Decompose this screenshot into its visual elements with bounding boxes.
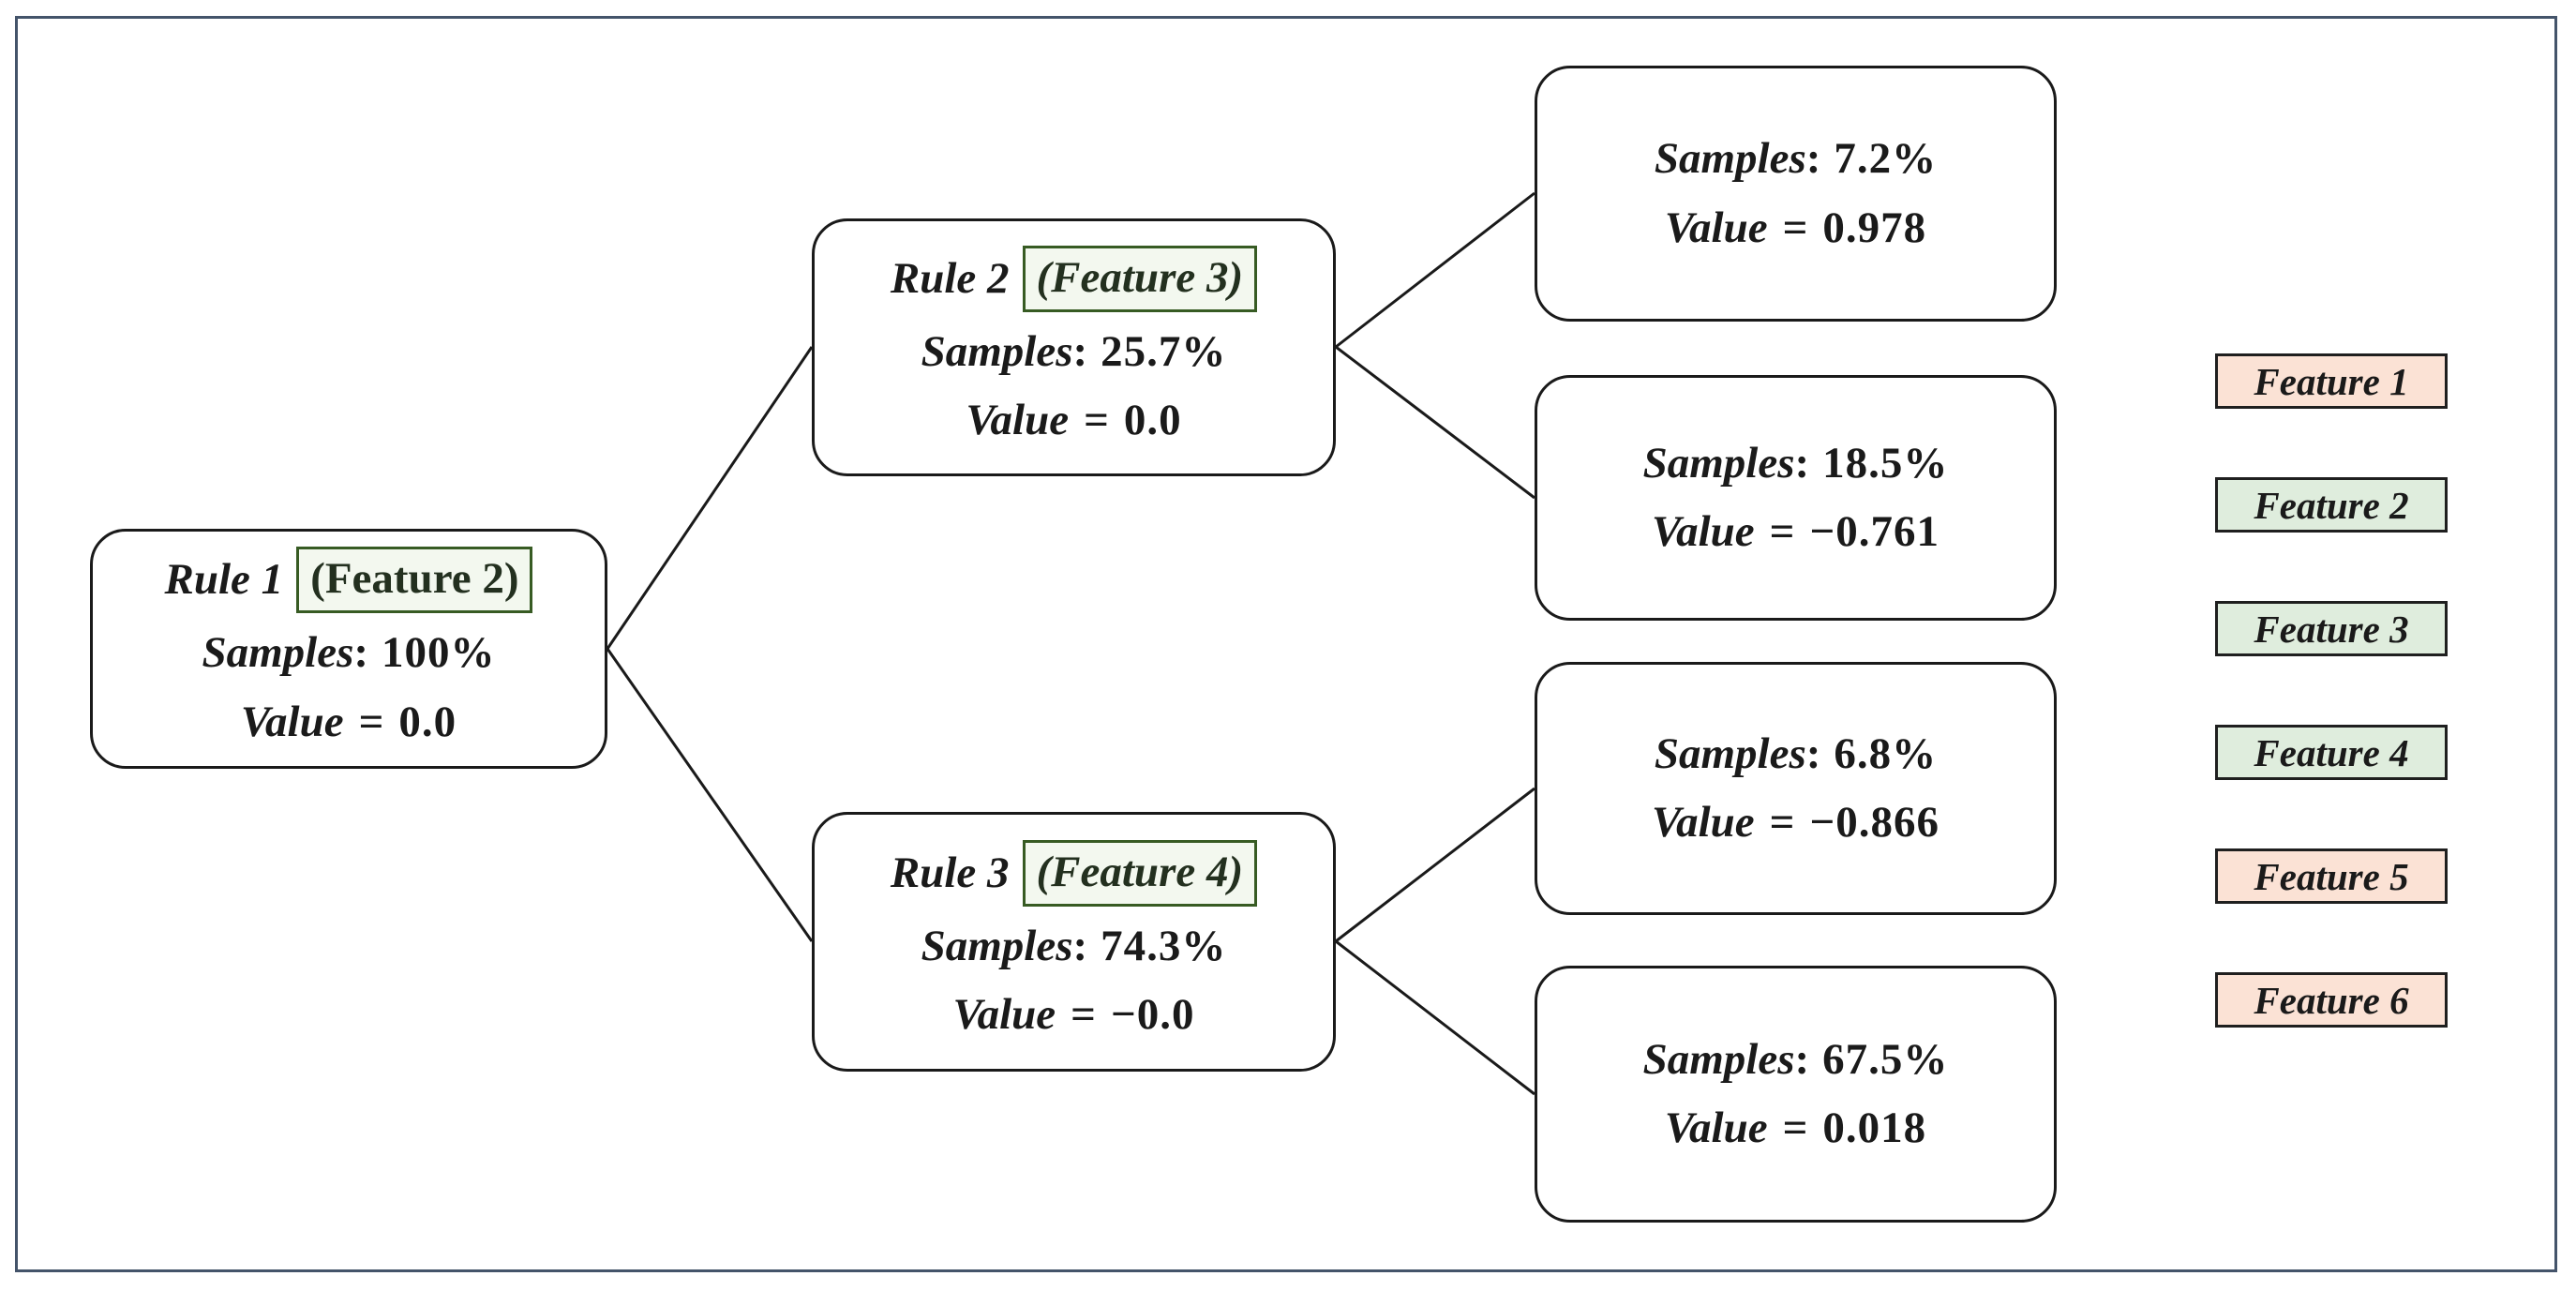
value-label: Value — [966, 396, 1070, 445]
samples-label: Samples — [921, 326, 1073, 376]
tree-leaf-4: Samples:67.5% Value = 0.018 — [1535, 966, 2057, 1223]
value-label: Value — [1651, 507, 1755, 556]
equals-sign: = — [1769, 798, 1795, 847]
rule1-title: Rule 1 — [164, 555, 284, 605]
colon: : — [1794, 438, 1810, 488]
value-label: Value — [240, 697, 344, 746]
equals-sign: = — [1782, 203, 1808, 252]
leaf3-value: −0.866 — [1809, 798, 1940, 847]
leaf4-samples-value: 67.5% — [1822, 1034, 1949, 1084]
value-label: Value — [952, 990, 1056, 1040]
leaf2-samples-line: Samples:18.5% — [1643, 435, 1949, 492]
tree-node-rule2: Rule 2 (Feature 3) Samples:25.7% Value = 0… — [812, 218, 1336, 476]
connector-root-to-rule2 — [606, 346, 814, 650]
equals-sign: = — [1084, 396, 1109, 445]
equals-sign: = — [1782, 1103, 1808, 1152]
colon: : — [1794, 1034, 1810, 1084]
rule1-value: 0.0 — [398, 697, 457, 746]
rule3-value-line: Value = −0.0 — [952, 986, 1194, 1043]
rule1-feature-tag: (Feature 2) — [296, 547, 533, 614]
tree-node-rule3: Rule 3 (Feature 4) Samples:74.3% Value =−… — [812, 812, 1336, 1072]
legend-item-feature-5: Feature 5 — [2215, 848, 2448, 904]
rule2-title: Rule 2 — [890, 253, 1010, 303]
leaf4-value: 0.018 — [1822, 1103, 1927, 1152]
leaf4-samples-line: Samples:67.5% — [1643, 1031, 1949, 1088]
leaf1-samples-line: Samples:7.2% — [1655, 130, 1937, 188]
samples-label: Samples — [1642, 1034, 1795, 1084]
rule1-samples-line: Samples:100% — [202, 624, 495, 682]
legend-item-feature-2: Feature 2 — [2215, 477, 2448, 533]
rule2-value-line: Value = 0.0 — [966, 392, 1181, 449]
leaf1-value: 0.978 — [1822, 203, 1927, 252]
leaf3-samples-value: 6.8% — [1834, 728, 1938, 778]
samples-label: Samples — [202, 628, 354, 678]
leaf2-value-line: Value = −0.761 — [1652, 503, 1939, 561]
value-label: Value — [1664, 203, 1768, 252]
rule1-samples-value: 100% — [382, 628, 496, 678]
rule2-feature-tag: (Feature 3) — [1022, 245, 1258, 312]
leaf3-value-line: Value = −0.866 — [1652, 794, 1939, 851]
outer-frame — [15, 16, 2557, 1272]
rule3-title-line: Rule 3 (Feature 4) — [890, 839, 1258, 907]
rule2-samples-line: Samples:25.7% — [921, 323, 1227, 381]
leaf1-value-line: Value = 0.978 — [1665, 200, 1926, 257]
equals-sign: = — [1769, 507, 1795, 556]
rule1-title-line: Rule 1 (Feature 2) — [164, 547, 533, 614]
tree-leaf-3: Samples:6.8% Value = −0.866 — [1535, 662, 2057, 915]
connector-rule2-to-leaf2 — [1335, 345, 1535, 500]
samples-label: Samples — [1654, 134, 1806, 184]
rule2-value: 0.0 — [1123, 396, 1182, 445]
rule2-title-line: Rule 2 (Feature 3) — [890, 245, 1258, 312]
colon: : — [1805, 134, 1821, 184]
rule2-samples-value: 25.7% — [1101, 326, 1227, 376]
samples-label: Samples — [1654, 728, 1806, 778]
tree-leaf-2: Samples:18.5% Value = −0.761 — [1535, 375, 2057, 621]
leaf4-value-line: Value = 0.018 — [1665, 1100, 1926, 1157]
samples-label: Samples — [1642, 438, 1795, 488]
rule3-value: −0.0 — [1110, 990, 1195, 1040]
legend-item-feature-4: Feature 4 — [2215, 725, 2448, 780]
leaf2-samples-value: 18.5% — [1822, 438, 1949, 488]
leaf3-samples-line: Samples:6.8% — [1655, 726, 1937, 783]
rule3-feature-tag: (Feature 4) — [1022, 839, 1258, 907]
legend-item-feature-1: Feature 1 — [2215, 353, 2448, 409]
connector-rule2-to-leaf1 — [1335, 191, 1535, 349]
connector-root-to-rule3 — [606, 648, 814, 942]
rule3-samples-value: 74.3% — [1101, 921, 1227, 970]
colon: : — [1072, 921, 1088, 970]
value-label: Value — [1664, 1103, 1768, 1152]
equals-sign: = — [358, 697, 384, 746]
colon: : — [353, 628, 369, 678]
colon: : — [1805, 728, 1821, 778]
tree-node-rule1: Rule 1 (Feature 2) Samples:100% Value = 0.… — [90, 529, 607, 769]
leaf1-samples-value: 7.2% — [1834, 134, 1938, 184]
colon: : — [1072, 326, 1088, 376]
tree-leaf-1: Samples:7.2% Value = 0.978 — [1535, 66, 2057, 322]
rule3-samples-line: Samples:74.3% — [921, 918, 1227, 975]
value-label: Value — [1651, 798, 1755, 847]
connector-rule3-to-leaf4 — [1335, 939, 1535, 1096]
samples-label: Samples — [921, 921, 1073, 970]
equals-sign: = — [1071, 990, 1096, 1040]
connector-rule3-to-leaf3 — [1335, 787, 1535, 943]
legend-item-feature-3: Feature 3 — [2215, 601, 2448, 656]
legend-item-feature-6: Feature 6 — [2215, 972, 2448, 1028]
leaf2-value: −0.761 — [1809, 507, 1940, 556]
rule3-title: Rule 3 — [890, 848, 1010, 897]
rule1-value-line: Value = 0.0 — [241, 694, 457, 751]
